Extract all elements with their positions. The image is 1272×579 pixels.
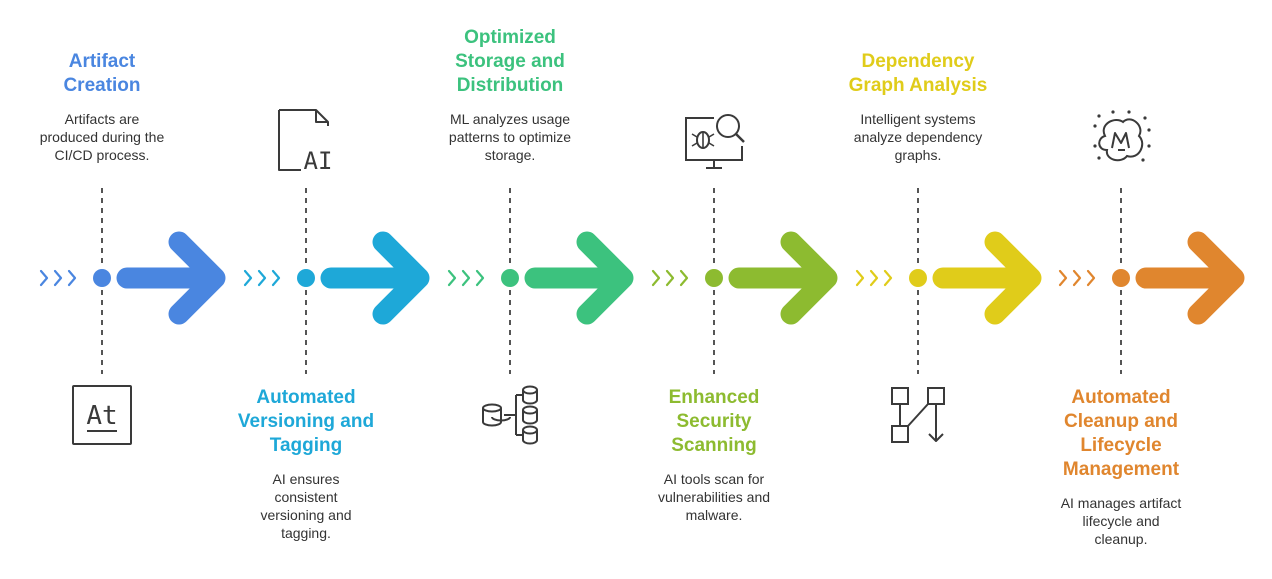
step-description: AI tools scan for vulnerabilities and malw… — [619, 470, 809, 524]
chevron-icon — [679, 269, 689, 287]
step-description: AI ensures consistent versioning and taggin… — [211, 470, 401, 542]
chevron-icon — [1058, 269, 1068, 287]
step-title-line: Management — [1062, 459, 1180, 480]
chevron-icon — [243, 269, 253, 287]
svg-text:AI: AI — [304, 147, 333, 175]
step-description: ML analyzes usage patterns to optimize sto… — [415, 110, 605, 164]
chevron-icon — [883, 269, 893, 287]
chevron-icon — [461, 269, 471, 287]
artifact-at-icon: At — [72, 385, 132, 445]
step-node — [297, 269, 315, 287]
step-node — [93, 269, 111, 287]
step-node — [909, 269, 927, 287]
step-title-line: Security — [676, 411, 752, 432]
step-title-line: Scanning — [671, 435, 757, 456]
dependency-graph-icon — [891, 387, 945, 443]
chevron-icon — [651, 269, 661, 287]
step-arrow — [728, 231, 838, 325]
step-description-line: vulnerabilities and — [657, 489, 771, 505]
step-description: AI manages artifact lifecycle and cleanup. — [1026, 494, 1216, 548]
step-description-line: tagging. — [281, 525, 331, 541]
step-description-line: ML analyzes usage — [449, 111, 571, 127]
step-node — [1112, 269, 1130, 287]
chevron-icon — [39, 269, 49, 287]
step-description: Intelligent systems analyze dependency gra… — [823, 110, 1013, 164]
chevron-icon — [53, 269, 63, 287]
step-description-line: Intelligent systems — [860, 111, 976, 127]
step-title-line: Tagging — [269, 435, 343, 456]
chevron-icon — [67, 269, 77, 287]
step-title-line: Graph Analysis — [848, 75, 988, 96]
chevron-icon — [855, 269, 865, 287]
step-arrow — [116, 231, 226, 325]
step-arrow — [932, 231, 1042, 325]
step-description-line: AI manages artifact — [1060, 495, 1182, 511]
step-title-line: Artifact — [68, 51, 136, 72]
step-node — [501, 269, 519, 287]
cleanup-brush-icon — [1093, 110, 1151, 162]
database-network-icon — [482, 385, 538, 445]
ai-document-icon: AI — [278, 109, 333, 175]
chevron-icon — [447, 269, 457, 287]
chevron-icon — [665, 269, 675, 287]
step-title-line: Storage and — [455, 51, 565, 72]
chevron-icon — [869, 269, 879, 287]
step-description-line: AI tools scan for — [663, 471, 765, 487]
step-title-line: Optimized — [464, 27, 556, 48]
chevron-icon — [257, 269, 267, 287]
security-scan-icon — [685, 114, 745, 169]
step-title-line: Lifecycle — [1080, 435, 1162, 456]
chevron-icon — [1086, 269, 1096, 287]
step-node — [705, 269, 723, 287]
svg-text:At: At — [86, 401, 117, 431]
step-description-line: cleanup. — [1094, 531, 1148, 547]
step-title-line: Distribution — [456, 75, 564, 96]
step-title-line: Enhanced — [668, 387, 760, 408]
step-title-line: Versioning and — [237, 411, 375, 432]
step-description-line: AI ensures — [272, 471, 340, 487]
step-title-line: Cleanup and — [1063, 411, 1178, 432]
step-title-line: Automated — [256, 387, 356, 408]
step-description-line: graphs. — [894, 147, 942, 163]
step-description-line: CI/CD process. — [54, 147, 150, 163]
step-title-line: Automated — [1071, 387, 1171, 408]
step-description-line: analyze dependency — [853, 129, 983, 145]
step-description-line: versioning and — [260, 507, 352, 523]
step-arrow — [320, 231, 430, 325]
step-arrow — [1135, 231, 1245, 325]
chevron-icon — [475, 269, 485, 287]
step-description-line: produced during the — [39, 129, 165, 145]
step-description-line: malware. — [685, 507, 743, 523]
step-title-line: Creation — [63, 75, 141, 96]
step-description-line: lifecycle and — [1082, 513, 1160, 529]
step-description-line: Artifacts are — [64, 111, 140, 127]
chevron-icon — [1072, 269, 1082, 287]
chevron-icon — [271, 269, 281, 287]
step-description-line: storage. — [484, 147, 536, 163]
step-arrow — [524, 231, 634, 325]
step-description-line: patterns to optimize — [448, 129, 572, 145]
step-title-line: Dependency — [861, 51, 975, 72]
step-description-line: consistent — [274, 489, 338, 505]
